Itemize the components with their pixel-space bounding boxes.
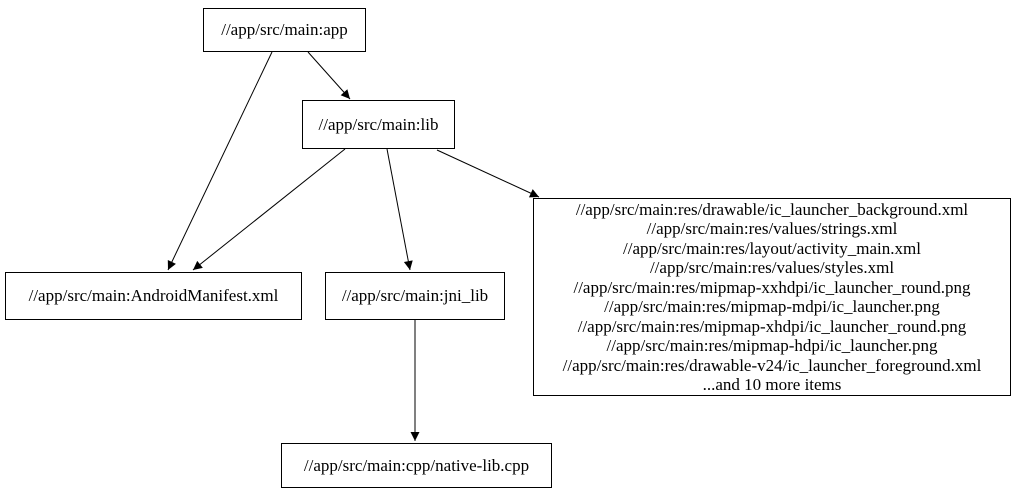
edge-lib-to-manifest	[192, 148, 346, 271]
res-item: //app/src/main:res/drawable-v24/ic_launc…	[562, 355, 982, 375]
res-item: //app/src/main:res/mipmap-xxhdpi/ic_laun…	[573, 277, 971, 297]
graph-node-native-lib-cpp: //app/src/main:cpp/native-lib.cpp	[281, 443, 552, 488]
node-app-label: //app/src/main:app	[221, 20, 348, 40]
edge-app-to-manifest	[167, 51, 273, 271]
res-more-items-label: ...and 10 more items	[702, 375, 842, 394]
graph-node-jni-lib: //app/src/main:jni_lib	[325, 272, 505, 320]
node-jni-lib-label: //app/src/main:jni_lib	[341, 286, 489, 306]
res-item: //app/src/main:res/values/strings.xml	[646, 219, 898, 238]
node-lib-label: //app/src/main:lib	[318, 114, 439, 134]
graph-node-app: //app/src/main:app	[203, 8, 366, 52]
res-item: //app/src/main:res/drawable/ic_launcher_…	[575, 199, 969, 219]
graph-node-res-group: //app/src/main:res/drawable/ic_launcher_…	[533, 198, 1011, 396]
node-androidmanifest-label: //app/src/main:AndroidManifest.xml	[28, 286, 279, 306]
node-native-lib-cpp-label: //app/src/main:cpp/native-lib.cpp	[303, 455, 530, 475]
edge-lib-to-jni-lib	[386, 148, 413, 271]
res-item: //app/src/main:res/values/styles.xml	[649, 258, 895, 277]
edge-app-to-lib	[307, 51, 351, 100]
edge-lib-to-res	[436, 149, 540, 198]
graph-node-androidmanifest: //app/src/main:AndroidManifest.xml	[5, 272, 302, 320]
res-item: //app/src/main:res/mipmap-xhdpi/ic_launc…	[577, 316, 967, 336]
res-item: //app/src/main:res/mipmap-hdpi/ic_launch…	[606, 336, 938, 355]
res-item: //app/src/main:res/mipmap-mdpi/ic_launch…	[604, 297, 940, 316]
graph-node-lib: //app/src/main:lib	[302, 100, 455, 149]
res-item: //app/src/main:res/layout/activity_main.…	[623, 238, 921, 258]
